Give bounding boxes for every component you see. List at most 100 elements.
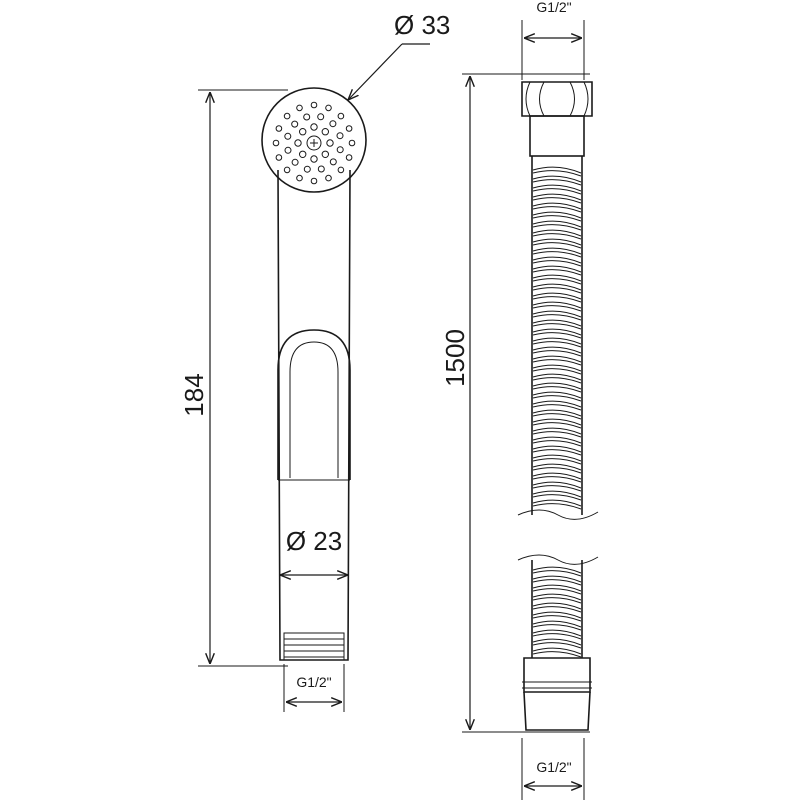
hose-coil [532,481,582,489]
hose-coil-edge [532,440,582,447]
nozzle [336,146,344,154]
hose-coil [532,391,582,399]
hose-coil-edge [532,350,582,357]
hose-coil [532,166,582,174]
hose-coil [532,566,582,574]
hose-coil [532,575,582,583]
hose-coil [532,611,582,619]
hose-top-collar [529,115,585,157]
hose-coil [532,436,582,444]
nozzle [272,139,280,147]
spray-nozzles [272,101,356,185]
hose-coil-edge [532,305,582,312]
nozzle [317,113,325,121]
hose-coil [532,364,582,372]
nozzle [321,150,329,159]
hose-coil [532,584,582,592]
hose-coil-edge [532,651,582,658]
hose-coil-edge [532,503,582,510]
hose-coil [532,445,582,453]
hose-coil-edge [532,341,582,348]
hose-coil-edge [532,233,582,240]
hose-coil-edge [532,404,582,411]
hose-coil-edge [532,287,582,294]
spray-length-label: 184 [179,373,209,416]
nozzle [325,104,332,112]
spray-length-dimension: 184 [179,89,288,667]
hose-coil-edge [532,624,582,631]
nozzle [317,165,325,173]
hose-coil [532,220,582,228]
hose-coil-edge [532,188,582,195]
hose-coil-edge [532,458,582,465]
hose-bottom-thread-label: G1/2" [536,759,571,775]
hose-bottom-connector [522,657,592,731]
hose-coil [532,638,582,646]
hose-coil [532,472,582,480]
nozzle [337,112,345,120]
nozzle [329,158,337,166]
hose-spiral-upper [532,166,582,510]
head-diameter-label: Ø 33 [394,10,450,40]
nozzle [321,128,329,136]
hose-coil [532,256,582,264]
nozzle [310,101,318,109]
hose-coil [532,292,582,300]
hose-coil [532,229,582,237]
nozzle [283,166,291,174]
hose-coil [532,310,582,318]
hose-coil [532,593,582,601]
hose-coil [532,337,582,345]
head-diameter-dimension: Ø 33 [348,10,450,100]
hose-coil-edge [532,377,582,384]
nozzle [326,139,334,147]
hose-coil-edge [532,476,582,483]
nozzle [283,112,291,120]
nozzle [284,146,292,154]
nozzle [275,154,283,161]
nozzle [303,113,311,121]
hose-coil [532,490,582,498]
spray-center-cross-icon [306,135,322,151]
hose-coil [532,193,582,201]
hose-coil [532,373,582,381]
nozzle [337,166,345,174]
hose-coil [532,629,582,637]
nozzle [303,165,311,173]
hand-spray [261,87,367,661]
hose-coil [532,319,582,327]
hose-coil [532,602,582,610]
hose-coil-edge [532,642,582,649]
nozzle [310,155,318,163]
hose-coil-edge [532,485,582,492]
hose-coil-edge [532,242,582,249]
spray-thread-dimension: G1/2" [283,664,345,712]
hose-coil [532,400,582,408]
hose-coil-edge [532,633,582,640]
hose-coil-edge [532,395,582,402]
nozzle [345,154,353,161]
hose-coil [532,499,582,507]
hose-coil-edge [532,368,582,375]
hose-coil-edge [532,332,582,339]
nozzle [348,139,356,147]
hose-spiral-lower [532,566,582,658]
hose-coil [532,647,582,655]
hose-coil [532,409,582,417]
hose-coil [532,355,582,363]
handle-diameter-dimension: Ø 23 [280,526,348,575]
spray-trigger-slot-outer [277,329,351,480]
nozzle [296,104,303,112]
hose-coil [532,274,582,282]
hose-break-top [517,509,599,520]
nozzle [345,125,353,132]
hose-coil [532,247,582,255]
hose-coil [532,211,582,219]
hose-coil [532,265,582,273]
nozzle [291,158,299,166]
nozzle [291,120,299,128]
nozzle [275,125,283,132]
spray-body-outline [277,169,351,661]
hose-coil-edge [532,170,582,177]
